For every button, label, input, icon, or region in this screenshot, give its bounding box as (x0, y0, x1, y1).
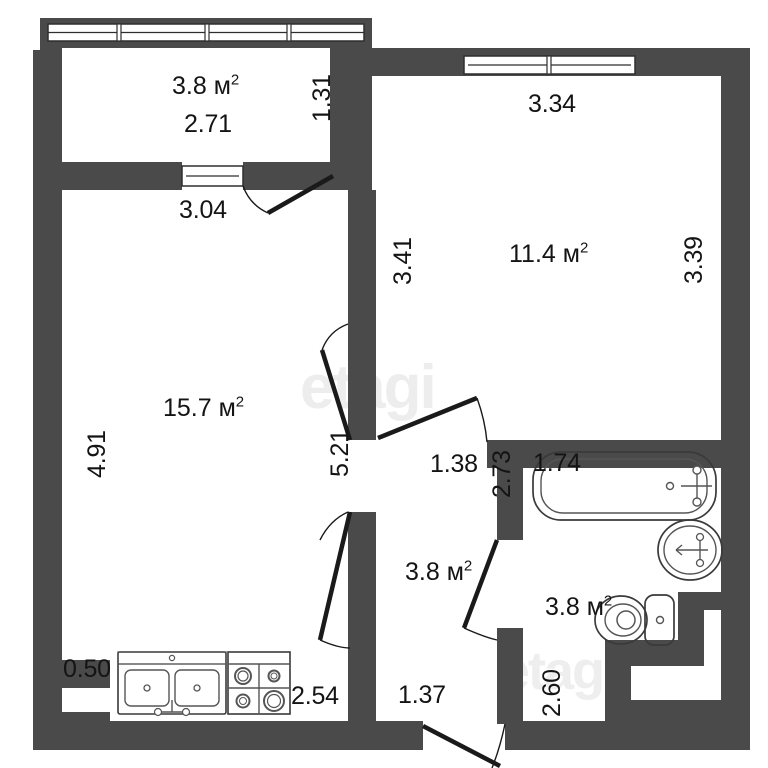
balcony-door-window (181, 165, 244, 187)
area-value-kitchen: 15.7 м (163, 394, 236, 422)
dim-kitchen-bottom-left: 0.50 (63, 655, 111, 683)
area-label-bath: 3.8 м2 (545, 593, 612, 622)
dim-balcony-width: 2.71 (184, 110, 232, 138)
dim-hall-bottom: 1.37 (398, 681, 446, 709)
area-sup-living: 2 (579, 239, 589, 257)
area-value-living: 11.4 м (509, 240, 580, 268)
wall-kitchen-living-upper (348, 190, 376, 440)
left-niche-wall (62, 660, 110, 688)
bathtub (532, 451, 717, 521)
wall-balcony-kitchen (62, 162, 182, 190)
left-niche-wall-lower (62, 712, 110, 722)
wall-bathroom-niche-bottom (605, 700, 723, 722)
living-room-door (377, 395, 488, 443)
cooktop (227, 651, 291, 715)
wall-kitchen-hall-lower (348, 512, 376, 722)
wall-bathroom-niche-top (678, 592, 722, 610)
living-room-window (463, 55, 636, 75)
fixtures-group (117, 451, 723, 717)
balcony-glazing-window (47, 23, 365, 42)
wall-jog-top (348, 48, 376, 76)
dim-kitchen-bottom-right: 2.54 (291, 682, 339, 710)
entrance-door (421, 723, 506, 768)
area-sup-balcony: 2 (230, 71, 240, 89)
washbasin (657, 519, 723, 581)
dim-living-top: 3.34 (528, 90, 576, 118)
dim-balcony-depth: 1.31 (308, 74, 336, 122)
area-sup-bath: 2 (603, 592, 613, 610)
area-label-kitchen: 15.7 м2 (163, 394, 244, 423)
dim-living-left: 3.41 (389, 237, 417, 285)
toilet (594, 594, 675, 646)
area-label-living: 11.4 м2 (509, 240, 588, 269)
area-label-balcony: 3.8 м2 (172, 72, 239, 101)
dim-kitchen-right: 5.21 (326, 429, 354, 477)
dim-kitchen-left: 4.91 (83, 430, 111, 478)
exterior-wall-left (33, 50, 62, 750)
dim-living-right: 3.39 (680, 236, 708, 284)
exterior-wall-bottom-right (505, 721, 750, 750)
area-sup-hall: 2 (463, 557, 473, 575)
area-label-hall: 3.8 м2 (405, 558, 472, 587)
area-value-bath: 3.8 м (545, 593, 604, 621)
area-sup-kitchen: 2 (235, 393, 245, 411)
kitchen-door-upper (319, 323, 353, 441)
dim-bath-left: 2.60 (538, 669, 566, 717)
wall-hall-bathroom-lower (497, 628, 523, 724)
kitchen-door-lower (317, 511, 353, 649)
balcony-door (242, 174, 335, 215)
windows-group (47, 23, 636, 187)
wall-living-bathroom (487, 440, 732, 468)
wall-structure (33, 18, 750, 750)
exterior-wall-bottom (33, 721, 423, 750)
area-value-balcony: 3.8 м (172, 72, 231, 100)
exterior-wall-right (721, 48, 750, 750)
kitchen-sink (117, 651, 227, 717)
wall-hall-bathroom-upper (497, 440, 523, 540)
doors-group (242, 174, 506, 768)
dim-bath-top: 1.74 (533, 449, 581, 477)
area-value-hall: 3.8 м (405, 558, 464, 586)
bathroom-door (461, 539, 500, 641)
dim-hall-right: 2.73 (488, 450, 516, 498)
dim-hall-top: 1.38 (430, 450, 478, 478)
dim-kitchen-top: 3.04 (179, 196, 227, 224)
